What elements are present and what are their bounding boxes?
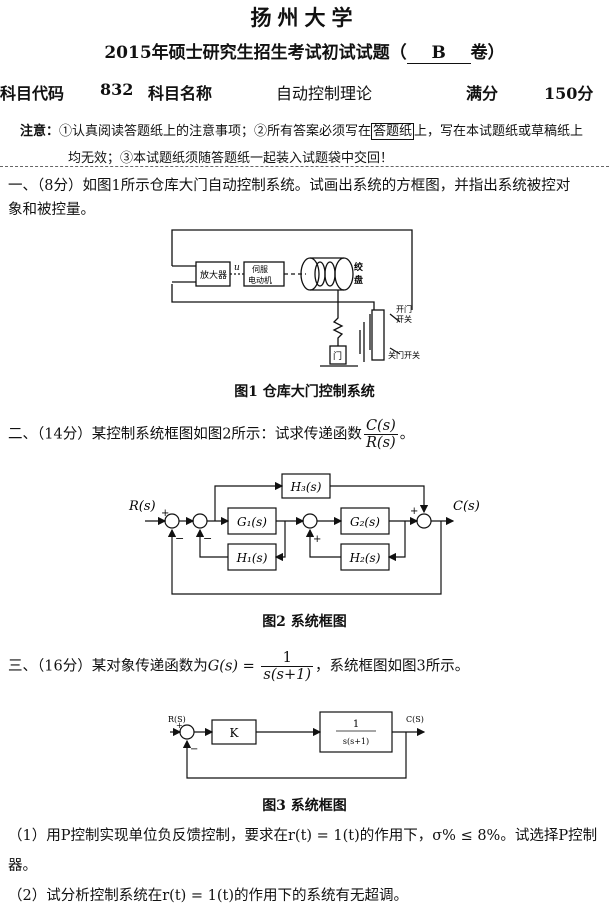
notice-label: 注意： (20, 124, 60, 139)
spring (332, 290, 344, 346)
q3-frac-den: s(s+1) (263, 667, 311, 683)
sum4-plus: + (410, 506, 418, 517)
q3-text-b: ，系统框图如图3所示。 (315, 658, 470, 675)
subject-code: 832 (100, 80, 134, 99)
figure-3-caption: 图3 系统框图 (262, 798, 347, 814)
drum (334, 257, 354, 291)
open-switch-label-2: 开关 (396, 314, 412, 324)
q2-text: 二、（14分）某控制系统框图如图2所示：试求传递函数 (8, 426, 362, 443)
q3-text-a: 三、（16分）某对象传递函数为 (8, 658, 208, 675)
feedback-wire-bottom (171, 284, 375, 310)
amplifier-label: 放大器 (200, 269, 227, 281)
h2-label: H₂(s) (349, 551, 381, 565)
q1-line-1: 一、（8分）如图1所示仓库大门自动控制系统。试画出系统的方框图，并指出系统被控对 (8, 178, 571, 194)
figure-1-warehouse-door: 放大器 u 伺服 电动机 绞 盘 门 开门 开关 关门开关 (171, 229, 420, 367)
q3-frac-num: 1 (261, 650, 313, 667)
q2-tail: 。 (399, 426, 415, 443)
r-signal-label: R(S) (168, 715, 186, 724)
sum3-plus: + (313, 534, 321, 545)
q1-line-2: 象和被控量。 (8, 202, 95, 218)
exam-title-suffix: 卷） (470, 43, 505, 63)
door-block (329, 345, 347, 365)
q2-transfer-fraction: C(s)R(s) (363, 418, 398, 451)
plant-den: s(s+1) (343, 737, 369, 746)
full-marks-label: 满分 (466, 84, 499, 103)
full-marks: 150分 (544, 84, 594, 103)
c-signal-label: C(s) (453, 499, 480, 514)
figure-2-caption: 图2 系统框图 (262, 614, 347, 630)
r-signal-label: R(s) (128, 499, 156, 514)
k-label: K (230, 726, 240, 740)
notice-line-1: 注意：①认真阅读答题纸上的注意事项；②所有答案必须写在答题纸上，写在本试题纸或草… (20, 120, 584, 140)
figure-3-block-diagram: R(S) C(S) K 1 s(s+1) + − (168, 711, 426, 779)
close-switch-label: 关门开关 (388, 350, 420, 360)
subject-name: 自动控制理论 (276, 84, 373, 103)
q3-sub1-line-1: （1）用P控制实现单位负反馈控制，要求在r(t) = 1(t)的作用下，σ% ≤… (8, 828, 598, 844)
q3-sub1-line-2: 器。 (8, 858, 37, 874)
notice-text-a: ①认真阅读答题纸上的注意事项；②所有答案必须写在 (59, 124, 372, 139)
notice-text-b: 上，写在本试题纸或草稿纸上 (414, 124, 584, 139)
open-switch-label-1: 开门 (396, 304, 412, 314)
sum2-minus: − (203, 532, 212, 545)
feedback-wire-top (171, 229, 413, 310)
answer-sheet-boxed: 答题纸 (371, 123, 415, 140)
drum-label-1: 绞 (354, 261, 363, 273)
sum-plus: + (176, 721, 183, 730)
subject-name-label: 科目名称 (148, 84, 213, 103)
q2-frac-den: R(s) (366, 435, 396, 451)
sum-junction-3 (302, 513, 318, 529)
servo-label-2: 电动机 (248, 275, 272, 285)
paper-version: B (406, 43, 471, 64)
exam-title-prefix: 2015年硕士研究生招生考试初试试题（ (104, 43, 407, 63)
sum-junction-2 (192, 513, 208, 529)
h3-label: H₃(s) (290, 480, 322, 494)
q3-lhs: G(s) = (207, 658, 260, 675)
sum-junction-4 (416, 513, 432, 529)
figure-2-block-diagram: R(s) C(s) G₁(s) G₂(s) H₃(s) H₁(s) H₂(s) … (128, 473, 480, 595)
university-title: 扬州大学 (250, 5, 359, 30)
q2-frac-num: C(s) (363, 418, 398, 435)
block-plant (319, 711, 393, 753)
sum-minus: − (190, 744, 198, 755)
c-signal-label: C(S) (406, 715, 424, 724)
drum-label-2: 盘 (354, 274, 363, 286)
h1-label: H₁(s) (236, 551, 268, 565)
g2-label: G₂(s) (350, 515, 380, 529)
sum1-minus: − (175, 532, 184, 545)
g1-label: G₁(s) (237, 515, 267, 529)
sum1-plus: + (161, 508, 169, 519)
u-label: u (234, 263, 240, 273)
servo-label-1: 伺服 (252, 264, 268, 274)
header-divider (0, 166, 609, 167)
door-label: 门 (333, 350, 342, 362)
figure-1-caption: 图1 仓库大门控制系统 (234, 384, 375, 400)
notice-line-2: 均无效；③本试题纸须随答题纸一起装入试题袋中交回！ (68, 151, 394, 166)
q3-sub2: （2）试分析控制系统在r(t) = 1(t)的作用下的系统有无超调。 (8, 888, 409, 904)
subject-code-label: 科目代码 (0, 84, 65, 103)
switch-housing (371, 309, 385, 361)
plant-num: 1 (353, 719, 359, 730)
